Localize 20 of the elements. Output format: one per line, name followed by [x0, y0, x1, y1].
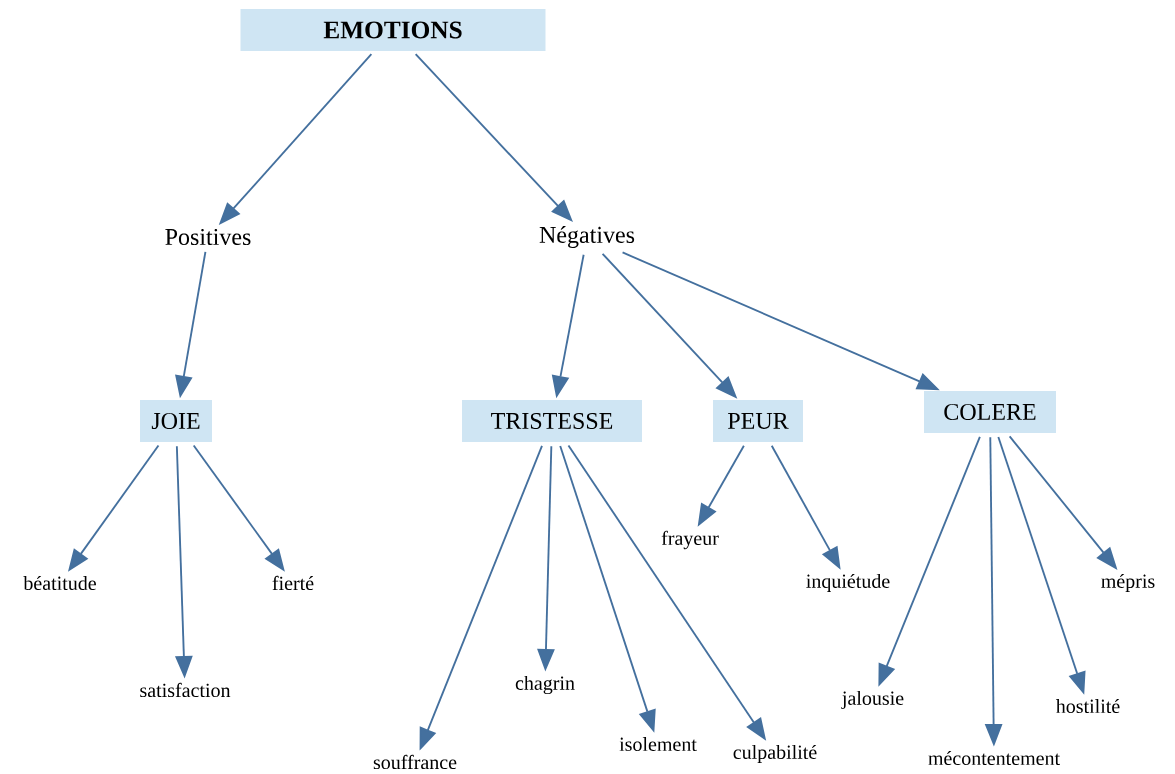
emotion-label: mécontentement — [928, 750, 1060, 766]
emotion-label: béatitude — [23, 575, 96, 591]
branch-label: Positives — [165, 228, 251, 246]
emotion-label: isolement — [619, 736, 697, 751]
emotion-label: mépris — [1101, 573, 1155, 593]
emotion-label: chagrin — [515, 675, 575, 695]
category-box: PEUR — [713, 400, 803, 442]
category-box: TRISTESSE — [462, 400, 642, 442]
branch-label: Négatives — [539, 226, 635, 248]
category-box: JOIE — [140, 400, 212, 442]
emotion-label: culpabilité — [733, 744, 817, 764]
emotion-label: satisfaction — [140, 682, 231, 698]
emotion-label: hostilité — [1055, 698, 1120, 714]
category-box: COLERE — [924, 391, 1056, 433]
emotion-label: frayeur — [661, 530, 719, 550]
title-box: EMOTIONS — [240, 9, 546, 51]
emotion-label: jalousie — [841, 690, 904, 710]
emotion-label: fierté — [272, 575, 314, 591]
emotion-label: inquiétude — [806, 573, 890, 593]
emotion-label: souffrance — [373, 754, 457, 770]
